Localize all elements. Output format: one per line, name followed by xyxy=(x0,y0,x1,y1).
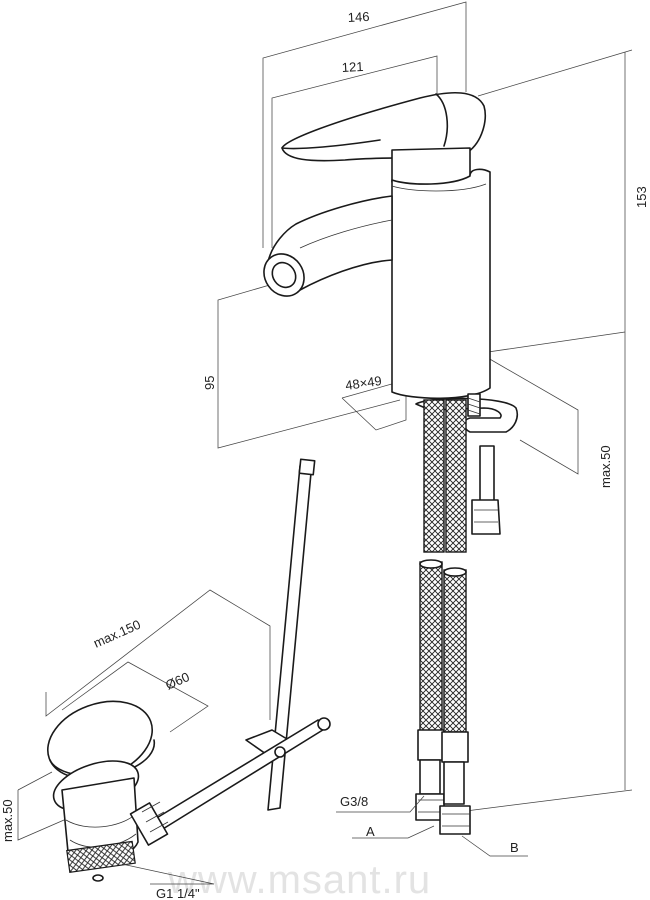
dim-spout-height: 95 xyxy=(202,376,217,390)
label-inlet-thread: G3/8 xyxy=(340,794,368,809)
dim-total-height: 153 xyxy=(634,186,649,208)
flexible-hose-b xyxy=(439,399,471,835)
lever-handle xyxy=(281,91,486,188)
dim-max-counter-thickness: max.50 xyxy=(598,445,613,488)
label-drain-thread: G1 1/4" xyxy=(156,886,200,900)
drain-thread-leader xyxy=(121,863,215,885)
flexible-hose-a xyxy=(415,399,445,821)
dim-total-width: 146 xyxy=(347,9,369,25)
drain-lift-rod xyxy=(149,458,331,833)
dim-spout-reach: 121 xyxy=(341,59,363,75)
dim-base-size: 48×49 xyxy=(344,373,382,393)
label-hose-a: A xyxy=(366,824,375,839)
spout xyxy=(263,195,393,297)
dimension-lines-top xyxy=(217,1,633,813)
label-hose-b: B xyxy=(510,840,519,855)
connection-leaders xyxy=(336,795,528,857)
dim-drain-max-depth: max.50 xyxy=(0,799,15,842)
mixer-body xyxy=(391,168,491,400)
popup-drain xyxy=(46,700,169,882)
dim-drain-max-reach: max.150 xyxy=(91,617,143,651)
watermark: www.msant.ru xyxy=(167,858,431,900)
